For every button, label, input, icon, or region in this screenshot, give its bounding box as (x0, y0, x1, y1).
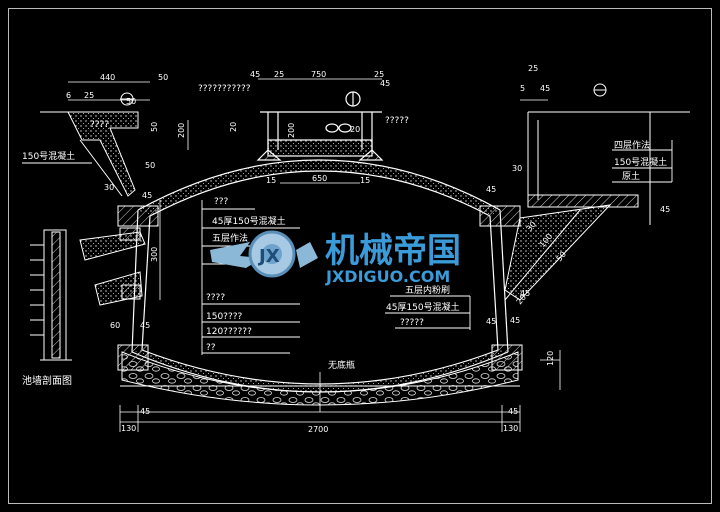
dim-30-b: 30 (104, 183, 114, 192)
dim-200: 200 (177, 123, 186, 138)
dim-45-h: 45 (520, 289, 530, 298)
dim-200-b: 200 (287, 123, 296, 138)
dome-concrete (138, 160, 500, 216)
watermark: JX 机械帝国 JXDIGUO.COM (210, 230, 461, 286)
pit-wall-section (30, 229, 72, 361)
right-four-layers: 四层作法 (614, 139, 650, 151)
left-pipe (79, 227, 146, 306)
dim-2700: 2700 (308, 425, 328, 434)
drawing-frame (8, 8, 712, 504)
dim-60: 60 (110, 321, 120, 330)
roof-layers: 五层作法 (212, 232, 248, 244)
right-soil: 原土 (622, 170, 640, 182)
dim-45-a: 45 (486, 185, 496, 194)
watermark-en: JXDIGUO.COM (325, 267, 450, 286)
dim-25-right: 25 (528, 64, 538, 73)
dim-15-a: 15 (266, 176, 276, 185)
note-left-corner: ???? (90, 120, 109, 130)
dim-45-c: 45 (140, 407, 150, 416)
dim-50-b: 50 (126, 97, 136, 106)
roof-45: 45厚150号混凝土 (212, 215, 286, 227)
dim-15-b: 15 (360, 176, 370, 185)
left-note-1: ???? (206, 293, 225, 303)
dim-45-e: 45 (140, 321, 150, 330)
right-45-concrete: 45厚150号混凝土 (386, 301, 460, 313)
left-120: 120?????? (206, 327, 252, 337)
watermark-logo: JX (257, 246, 280, 267)
dim-45-i: 45 (660, 205, 670, 214)
bottom-concrete (132, 350, 508, 392)
dim-50-top: 50 (158, 73, 168, 82)
dim-25-top-a: 25 (274, 70, 284, 79)
right-note: ????? (400, 318, 424, 328)
dim-50: 50 (150, 122, 159, 132)
dim-45-b: 45 (142, 191, 152, 200)
pit-caption: 池墙剖面图 (22, 374, 72, 387)
dim-120: 120 (546, 351, 555, 366)
dimension-lines (68, 78, 561, 432)
dim-45-right: 45 (540, 84, 550, 93)
note-top-mid: ??????????? (198, 84, 251, 94)
right-inner-plaster: 五层内粉刷 (405, 284, 450, 296)
roof-note: ??? (214, 197, 229, 207)
dim-20: 20 (350, 125, 360, 134)
watermark-cn: 机械帝国 (325, 231, 461, 271)
note-mid-a: ????? (385, 116, 409, 126)
dim-25-left: 25 (84, 91, 94, 100)
dim-6: 6 (66, 91, 71, 100)
left-footing (117, 344, 149, 371)
left-note-2: ?? (206, 343, 216, 353)
dim-45-d: 45 (508, 407, 518, 416)
dim-750: 750 (311, 70, 326, 79)
dim-25-top-b: 25 (374, 70, 384, 79)
dim-440: 440 (100, 73, 115, 82)
inlet-neck (256, 91, 384, 161)
dim-45-f: 45 (486, 317, 496, 326)
dim-130-b: 130 (503, 424, 518, 433)
right-outlet (504, 83, 690, 301)
dim-45-top-a: 45 (250, 70, 260, 79)
dim-5-right: 5 (520, 84, 525, 93)
dim-45-g: 45 (510, 316, 520, 325)
label-left-concrete: 150号混凝土 (22, 150, 75, 162)
stone-base (121, 351, 519, 406)
dim-30: 30 (512, 164, 522, 173)
right-150-concrete: 150号混凝土 (614, 156, 667, 168)
left-inlet (40, 92, 139, 197)
label-no-bottom: 无底瓶 (328, 359, 355, 371)
dim-20-b: 20 (229, 122, 238, 132)
left-ring-beam (117, 205, 159, 227)
left-150: 150???? (206, 312, 243, 322)
leader-lines (22, 140, 673, 355)
right-footing (491, 344, 523, 371)
dim-130-a: 130 (121, 424, 136, 433)
dim-650: 650 (312, 174, 327, 183)
right-ring-beam (479, 205, 521, 227)
dim-300: 300 (150, 247, 159, 262)
dim-45-top-b: 45 (380, 79, 390, 88)
dim-50-c: 50 (145, 161, 155, 170)
